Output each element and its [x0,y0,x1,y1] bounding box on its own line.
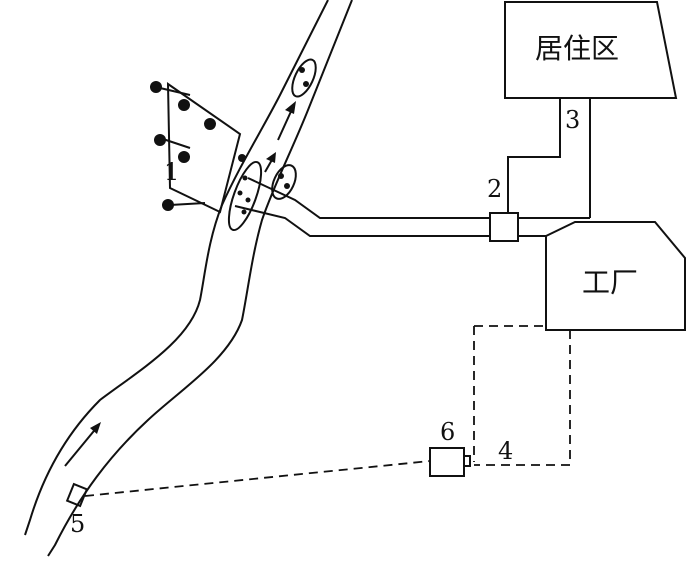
reed-plant-icon [150,81,242,214]
factory-label: 工厂 [582,266,638,299]
junction-box [489,212,519,242]
flow-arrow-icon [64,422,101,467]
main-pipe [234,177,590,237]
label-5: 5 [70,510,85,538]
river-sensor [65,482,89,508]
pollution-cluster-icon [227,160,263,232]
label-1: 1 [164,158,179,186]
sensor-line [474,330,571,466]
label-6: 6 [440,418,455,446]
monitor-link [84,460,431,497]
label-3: 3 [565,106,580,134]
label-2: 2 [487,175,502,203]
river-bank-left [24,0,329,536]
pollution-cluster-icon [238,154,246,162]
monitor-box-icon [429,447,471,477]
river-bank-right [47,0,353,557]
label-4: 4 [498,437,513,465]
residential-pipe [507,98,591,218]
factory-building [545,221,686,331]
residential-label: 居住区 [535,32,619,65]
pollution-cluster-icon [271,164,297,200]
flow-arrow-icon [277,101,296,141]
residential-area [504,1,678,99]
pollution-cluster-icon [291,58,317,98]
flow-arrow-icon [264,152,276,173]
